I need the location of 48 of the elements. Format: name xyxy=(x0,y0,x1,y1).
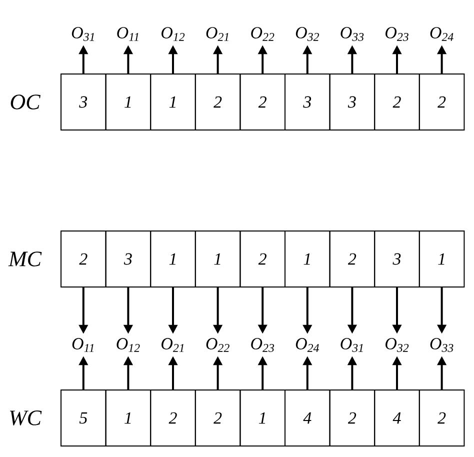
operation-label: O$_{11}$ xyxy=(117,27,138,41)
cell: 2 xyxy=(418,74,465,130)
cell: 1 xyxy=(194,230,241,288)
operation-label: O$_{31}$ xyxy=(340,338,363,352)
cell: 3 xyxy=(60,74,106,130)
operation-label: O$_{33}$ xyxy=(430,338,454,352)
cell: 2 xyxy=(329,389,376,446)
operation-label: O$_{32}$ xyxy=(296,27,319,41)
cell: 2 xyxy=(240,74,286,130)
cell: 1 xyxy=(284,230,330,288)
operation-label: O$_{12}$ xyxy=(162,27,185,41)
cell: 3 xyxy=(284,74,330,130)
cell: 1 xyxy=(150,230,196,288)
cell: 1 xyxy=(418,230,465,288)
row-label: OC xyxy=(10,94,40,110)
cell: 3 xyxy=(374,230,420,288)
operation-label: O$_{23}$ xyxy=(251,338,274,352)
cell: 5 xyxy=(60,389,106,446)
cell: 3 xyxy=(329,74,376,130)
cell: 4 xyxy=(284,389,330,446)
operation-label: O$_{22}$ xyxy=(206,338,230,352)
operation-label: O$_{32}$ xyxy=(386,338,409,352)
cell: 1 xyxy=(150,74,196,130)
cell: 4 xyxy=(374,389,420,446)
cell: 2 xyxy=(240,230,286,288)
operation-label: O$_{23}$ xyxy=(386,27,408,41)
cell: 1 xyxy=(240,389,286,446)
operation-label: O$_{24}$ xyxy=(430,27,454,41)
operation-label: O$_{11}$ xyxy=(72,338,94,352)
cell: 1 xyxy=(105,74,152,130)
cell: 2 xyxy=(194,74,241,130)
cell: 2 xyxy=(194,389,241,446)
operation-label: O$_{33}$ xyxy=(340,27,364,41)
operation-label: O$_{21}$ xyxy=(162,338,184,352)
cell: 1 xyxy=(105,389,152,446)
row-label: MC xyxy=(8,252,42,266)
cell: 2 xyxy=(329,230,376,288)
operation-label: O$_{21}$ xyxy=(206,27,228,41)
cell: 2 xyxy=(374,74,420,130)
cell: 2 xyxy=(418,389,465,446)
row-label: WC xyxy=(10,410,42,426)
cell: 2 xyxy=(60,230,106,288)
cell: 3 xyxy=(105,230,152,288)
cell: 2 xyxy=(150,389,196,446)
operation-label: O$_{22}$ xyxy=(251,27,274,41)
operation-label: O$_{24}$ xyxy=(296,338,319,352)
operation-label: O$_{31}$ xyxy=(72,27,94,41)
operation-label: O$_{12}$ xyxy=(116,338,140,352)
